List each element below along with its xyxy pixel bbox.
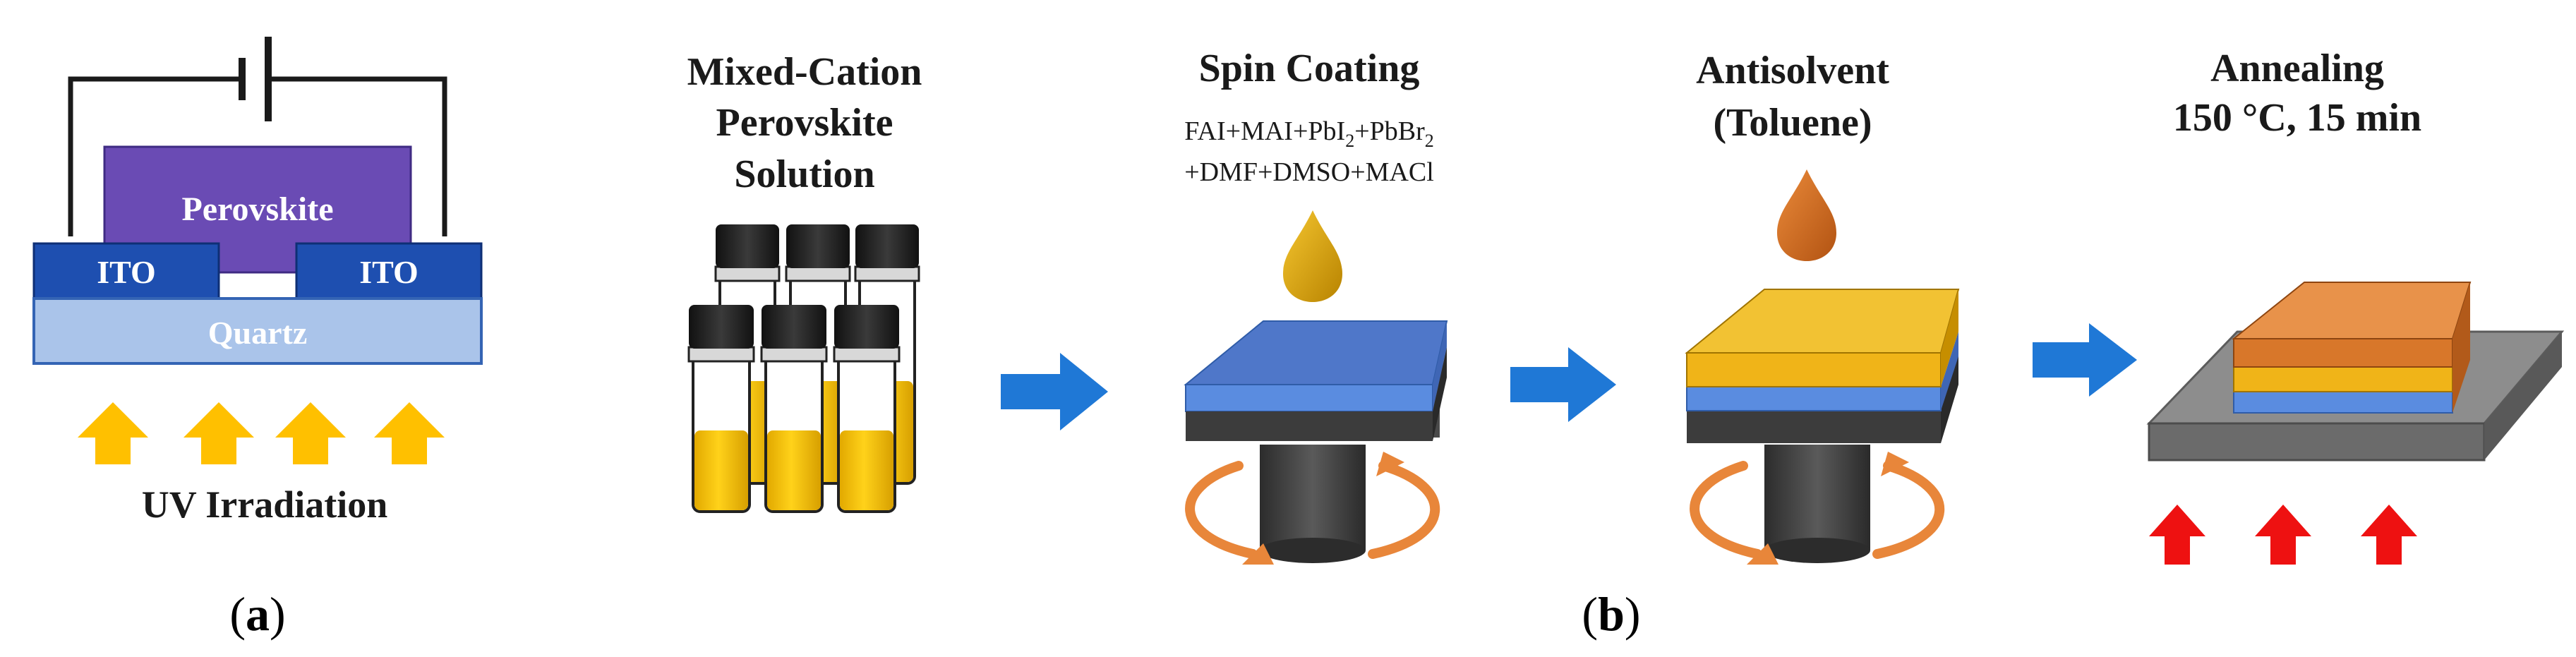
hot-plate-front [2148, 422, 2486, 462]
step3-title-line2: (Toluene) [1713, 101, 1872, 145]
annealed-side-right [2452, 282, 2470, 413]
vial-icon [833, 305, 901, 513]
perovskite-film-side [1686, 352, 1942, 387]
panel-a-caption: (a) [229, 587, 285, 641]
step1-title-line3: Solution [734, 152, 874, 196]
spin-shaft [1764, 445, 1870, 550]
vials-icon [687, 224, 920, 513]
uv-arrow-icon [275, 402, 346, 464]
spin-chuck [1687, 409, 1941, 443]
chuck-side-right [1433, 347, 1447, 441]
substrate-side-right [1433, 321, 1447, 411]
uv-irradiation-label: UV Irradiation [142, 483, 388, 526]
step2-title: Spin Coating [1199, 47, 1420, 90]
quartz-substrate [32, 297, 483, 365]
perovskite-film-side-right [1941, 289, 1958, 387]
heat-arrow-icon [2361, 505, 2417, 565]
quartz-label: Quartz [208, 315, 308, 351]
hot-plate-right [2484, 332, 2562, 460]
perovskite-label: Perovskite [181, 191, 333, 228]
substrate-side [1185, 384, 1433, 412]
step3-title-line1: Antisolvent [1696, 49, 1889, 92]
step-solution: Mixed-Cation Perovskite Solution [687, 50, 922, 513]
rotation-arrowhead [1881, 452, 1909, 476]
uv-arrow-icons [78, 402, 445, 464]
flow-arrow-icon [1001, 353, 1108, 430]
step-spin-coating: Spin Coating FAI+MAI+PbI2+PbBr2 +DMF+DMS… [1184, 47, 1448, 565]
flow-arrow-icon [1510, 347, 1616, 422]
rotation-arrowhead [1376, 452, 1404, 476]
chuck-side-dark [1186, 411, 1433, 441]
annealed-top-layer [2232, 282, 2472, 339]
step1-title-line2: Perovskite [716, 101, 893, 145]
uv-arrow-icon [183, 402, 254, 464]
vial-icon [687, 305, 755, 513]
step-annealing: Annealing 150 °C, 15 min [2146, 47, 2565, 565]
spin-shaft-base [1764, 538, 1870, 563]
heat-arrow-icon [2149, 505, 2205, 565]
rotation-arrow-icon [1690, 461, 1945, 559]
panel-b-caption: (b) [1582, 587, 1640, 641]
vial-icon [760, 305, 828, 513]
battery-icon [239, 37, 272, 121]
uv-arrow-icon [78, 402, 148, 464]
rotation-arrowhead [1747, 543, 1778, 565]
spin-shaft-base [1260, 538, 1366, 563]
perovskite-film-top [1685, 289, 1960, 354]
substrate-side-right [1941, 332, 1958, 411]
ito-right-label: ITO [359, 254, 419, 290]
heat-arrow-icons [2149, 505, 2417, 565]
chuck-side-right [1941, 353, 1958, 443]
step4-title-line1: Annealing [2210, 47, 2384, 90]
step-antisolvent: Antisolvent (Toluene) [1685, 49, 1960, 565]
annealed-top-layer-side [2233, 338, 2453, 368]
rotation-arrowhead [1242, 543, 1274, 565]
ito-electrode-right [295, 242, 483, 300]
heat-arrow-icon [2255, 505, 2311, 565]
annealed-substrate-side [2233, 391, 2453, 414]
substrate-side [1686, 386, 1942, 411]
toluene-droplet-icon [1777, 169, 1836, 261]
spin-shaft [1260, 445, 1366, 550]
panel-a-device-schematic: Perovskite ITO ITO Quartz UV Irradiation… [32, 37, 483, 641]
rotation-arrow-icon [1185, 461, 1440, 559]
step1-title-line1: Mixed-Cation [687, 50, 922, 94]
precursor-formula-line2: +DMF+DMSO+MACl [1184, 157, 1434, 187]
precursor-droplet-icon [1283, 210, 1342, 302]
circuit-wire [68, 76, 447, 236]
annealed-perovskite-layer [2233, 366, 2453, 392]
uv-arrow-icon [374, 402, 445, 464]
substrate-top [1184, 320, 1448, 385]
precursor-formula-line1: FAI+MAI+PbI2+PbBr2 [1184, 116, 1434, 151]
ito-left-label: ITO [97, 254, 156, 290]
step4-title-line2: 150 °C, 15 min [2173, 96, 2421, 140]
flow-arrow-icon [2033, 323, 2137, 397]
